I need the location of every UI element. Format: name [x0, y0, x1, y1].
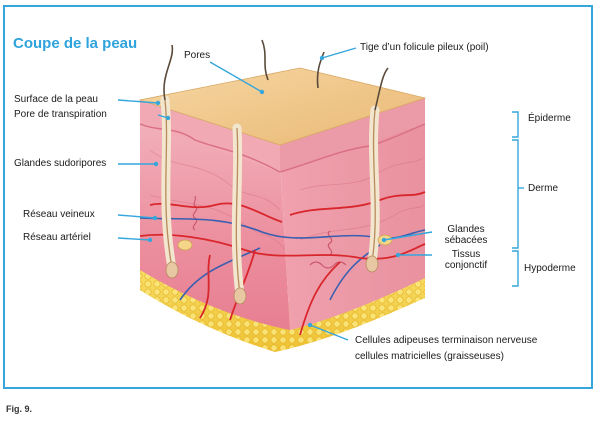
figure-caption: Fig. 9. — [6, 404, 33, 414]
label-connective-line-1: Tissus — [451, 249, 481, 260]
label-sebaceous-line-2: sébacées — [444, 235, 488, 246]
label-sebaceous-glands: Glandes sébacées — [436, 224, 496, 246]
label-sweat-pore: Pore de transpiration — [14, 109, 107, 120]
label-fat-cells-line-1: Cellules adipeuses terminaison nerveuse — [355, 335, 538, 346]
label-venous-network: Réseau veineux — [23, 209, 95, 220]
layer-dermis: Derme — [528, 183, 559, 194]
diagram-frame — [3, 5, 593, 389]
diagram-title: Coupe de la peau — [13, 35, 138, 52]
label-pores: Pores — [184, 50, 211, 61]
label-connective-tissue: Tissus conjonctif — [436, 249, 496, 271]
label-skin-surface: Surface de la peau — [14, 94, 98, 105]
label-arterial-network: Réseau artériel — [23, 232, 91, 243]
label-sweat-glands: Glandes sudoripores — [14, 158, 107, 169]
layer-brackets — [512, 111, 524, 287]
label-connective-line-2: conjonctif — [444, 260, 488, 271]
label-fat-cells-line-2: cellules matricielles (graisseuses) — [355, 351, 504, 362]
leader-lines — [117, 47, 433, 341]
label-hair-shaft: Tige d’un folicule pileux (poil) — [360, 42, 489, 53]
dermis-side-face — [280, 118, 425, 330]
label-sebaceous-line-1: Glandes — [447, 224, 485, 235]
layer-epidermis: Épiderme — [528, 113, 571, 124]
layer-hypodermis: Hypoderme — [524, 263, 576, 274]
label-fat-cells: Cellules adipeuses terminaison nerveuse … — [355, 333, 537, 365]
